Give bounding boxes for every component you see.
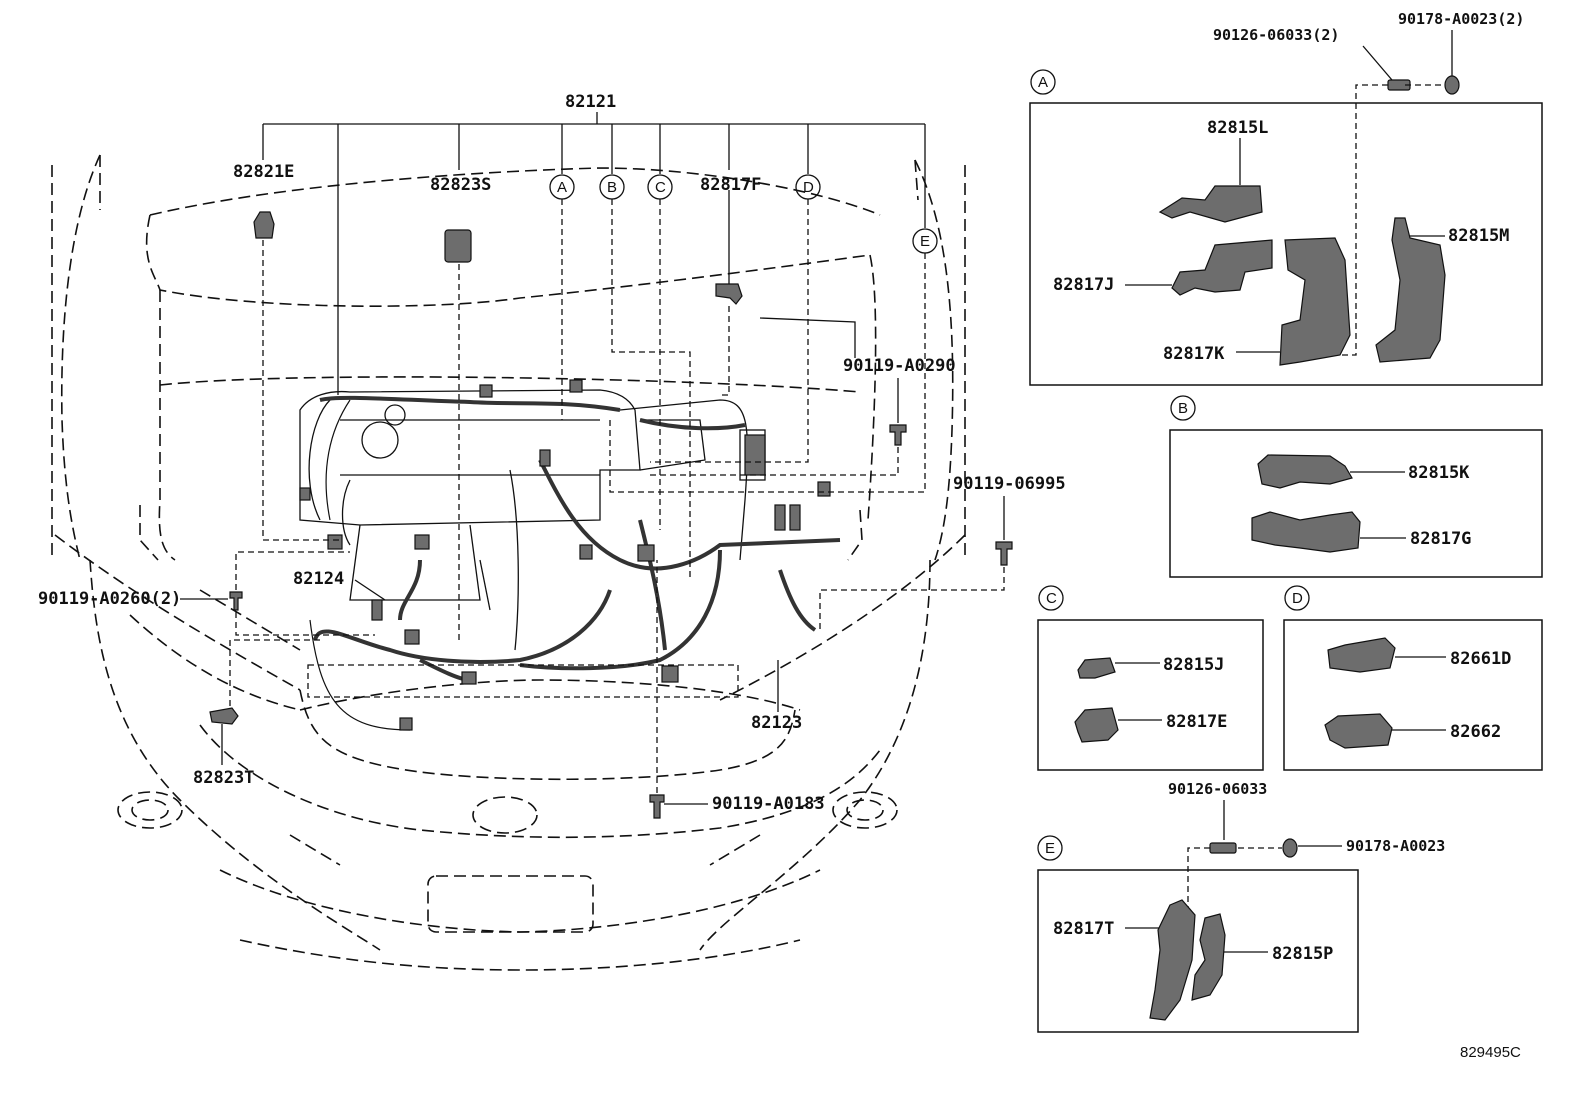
svg-text:82817F: 82817F bbox=[700, 175, 761, 195]
harness-connectors bbox=[299, 379, 831, 731]
part-90119-A0183: 90119-A0183 bbox=[649, 560, 825, 819]
svg-text:82815J: 82815J bbox=[1163, 655, 1224, 675]
wire-harness bbox=[309, 395, 841, 731]
callout-A: A bbox=[549, 174, 575, 420]
group-A: 90126-06033(2) 90178-A0023(2) A 82815L 8… bbox=[1029, 10, 1543, 386]
svg-text:82815L: 82815L bbox=[1207, 118, 1268, 138]
label-82121: 82121 bbox=[565, 92, 616, 112]
part-82823T: 82823T bbox=[193, 639, 320, 788]
group-B: B 82815K 82817G bbox=[1169, 395, 1543, 578]
svg-text:82817K: 82817K bbox=[1163, 344, 1225, 364]
part-82823S: 82823S bbox=[430, 175, 491, 640]
figure-reference: 829495C bbox=[1460, 1044, 1521, 1061]
svg-text:82823T: 82823T bbox=[193, 768, 254, 788]
svg-text:90126-06033(2): 90126-06033(2) bbox=[1213, 26, 1339, 44]
svg-text:E: E bbox=[1045, 840, 1055, 857]
svg-text:D: D bbox=[1292, 590, 1303, 607]
svg-text:82815K: 82815K bbox=[1408, 463, 1470, 483]
svg-text:82815M: 82815M bbox=[1448, 226, 1509, 246]
svg-text:C: C bbox=[1046, 590, 1057, 607]
svg-text:82123: 82123 bbox=[751, 713, 802, 733]
svg-text:82817J: 82817J bbox=[1053, 275, 1114, 295]
part-90119-A0290: 90119-A0290 bbox=[650, 317, 956, 476]
callout-D: D bbox=[650, 174, 821, 463]
svg-text:D: D bbox=[803, 179, 814, 196]
part-82124: 82124 bbox=[293, 569, 386, 601]
svg-text:E: E bbox=[920, 233, 930, 250]
svg-text:90178-A0023: 90178-A0023 bbox=[1346, 837, 1445, 855]
svg-text:90119-A0183: 90119-A0183 bbox=[712, 794, 825, 814]
svg-text:90119-A0290: 90119-A0290 bbox=[843, 356, 956, 376]
svg-text:A: A bbox=[1038, 74, 1048, 91]
svg-text:B: B bbox=[1178, 400, 1188, 417]
group-D: D 82661D 82662 bbox=[1283, 585, 1543, 771]
part-90119-A0260: 90119-A0260(2) bbox=[38, 551, 375, 636]
svg-text:82817T: 82817T bbox=[1053, 919, 1114, 939]
part-82123: 82123 bbox=[307, 660, 802, 733]
svg-text:82661D: 82661D bbox=[1450, 649, 1511, 669]
group-E: 90126-06033 90178-A0023 E 82817T 82815P bbox=[1037, 780, 1445, 1033]
callout-E: E bbox=[609, 228, 938, 493]
svg-text:82823S: 82823S bbox=[430, 175, 491, 195]
svg-text:90126-06033: 90126-06033 bbox=[1168, 780, 1267, 798]
part-82821E: 82821E bbox=[233, 162, 340, 541]
svg-text:82124: 82124 bbox=[293, 569, 344, 589]
svg-text:B: B bbox=[607, 179, 617, 196]
car-body-outline bbox=[51, 154, 966, 971]
svg-text:82817E: 82817E bbox=[1166, 712, 1227, 732]
callout-B: B bbox=[599, 174, 691, 580]
svg-text:82817G: 82817G bbox=[1410, 529, 1471, 549]
part-90119-06995: 90119-06995 bbox=[819, 474, 1066, 630]
svg-text:90119-A0260(2): 90119-A0260(2) bbox=[38, 589, 181, 609]
part-82817F: 82817F bbox=[700, 175, 761, 396]
svg-text:82815P: 82815P bbox=[1272, 944, 1333, 964]
svg-text:A: A bbox=[557, 179, 567, 196]
svg-text:82821E: 82821E bbox=[233, 162, 294, 182]
svg-text:90178-A0023(2): 90178-A0023(2) bbox=[1398, 10, 1524, 28]
svg-text:90119-06995: 90119-06995 bbox=[953, 474, 1066, 494]
group-C: C 82815J 82817E bbox=[1037, 585, 1264, 771]
main-harness-bracket: 82121 bbox=[262, 92, 926, 395]
svg-text:C: C bbox=[655, 179, 666, 196]
svg-text:82662: 82662 bbox=[1450, 722, 1501, 742]
